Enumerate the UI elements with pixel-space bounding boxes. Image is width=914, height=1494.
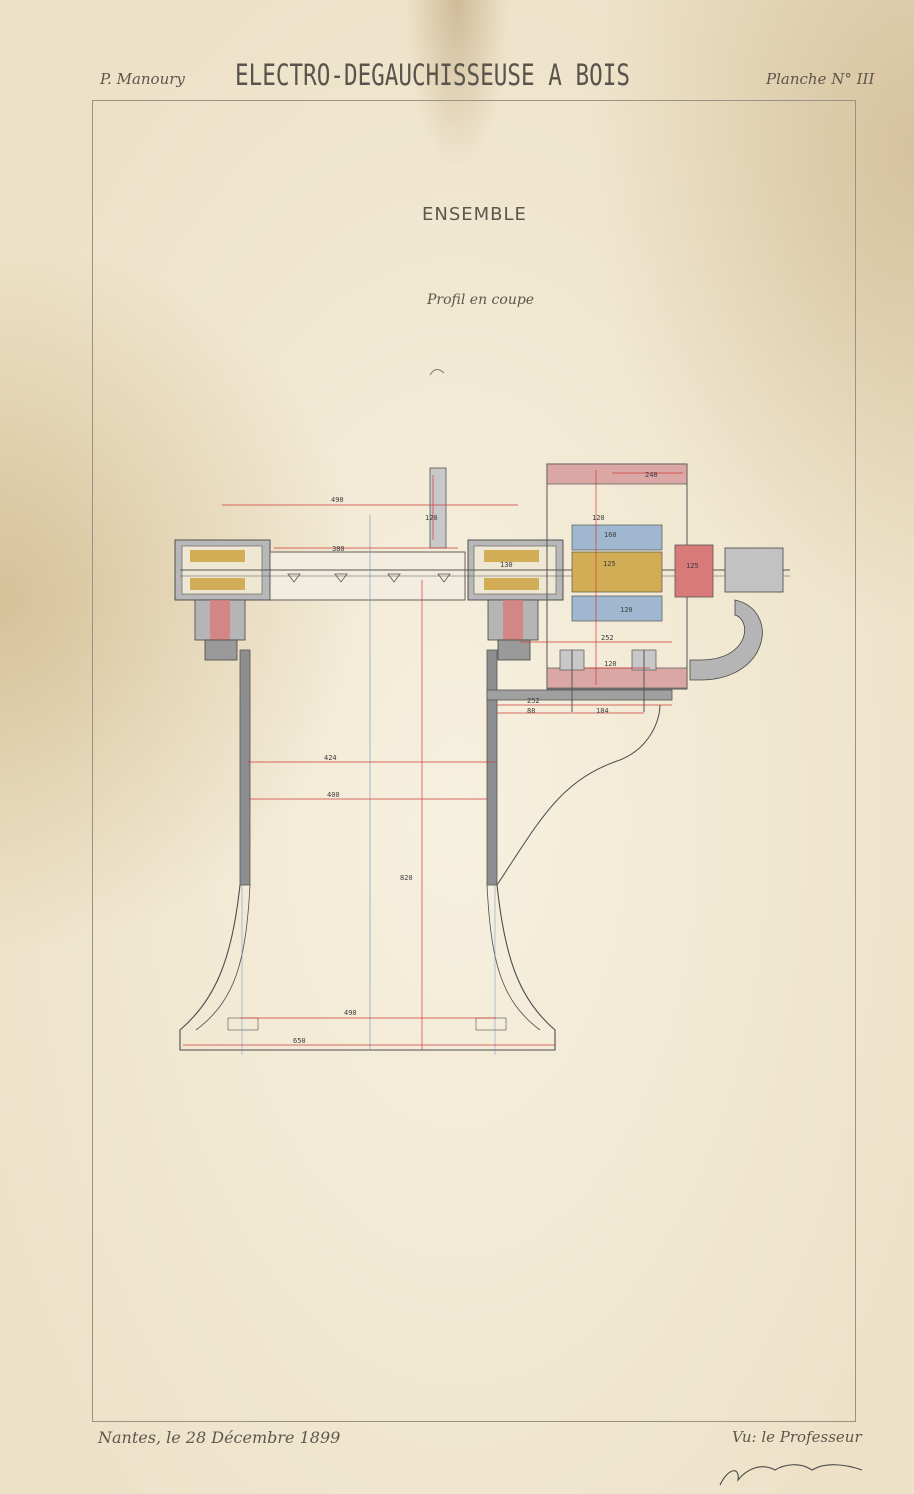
section-title: ENSEMBLE [422,204,527,225]
dim-label: 130 [500,561,513,569]
place-date: Nantes, le 28 Décembre 1899 [98,1428,341,1447]
dim-label: 120 [620,606,633,614]
centerlines [241,515,496,1055]
author-name: P. Manoury [100,70,185,88]
plate-number: Planche N° III [766,70,875,88]
dim-label: 160 [604,531,617,539]
dim-label: 424 [324,754,337,762]
cutter-shaft-assembly [174,467,790,661]
dim-label: 184 [596,707,609,715]
dimension-lines: 490 120 240 380 120 160 125 120 130 125 … [183,470,699,1050]
dim-label: 120 [604,660,617,668]
pencil-mark [429,369,445,376]
dim-label: 120 [592,514,605,522]
pedestal [179,649,673,1051]
approval-label: Vu: le Professeur [732,1428,862,1446]
sheet-title: ELECTRO-DEGAUCHISSEUSE A BOIS [235,58,630,92]
electric-motor [546,463,784,712]
dim-label: 650 [293,1037,306,1045]
dim-label: 490 [344,1009,357,1017]
dim-label: 240 [645,471,658,479]
dim-label: 380 [332,545,345,553]
dim-label: 400 [327,791,340,799]
dim-label: 820 [400,874,413,882]
professor-signature [719,1464,863,1486]
dim-label: 125 [603,560,616,568]
dim-label: 88 [527,707,535,715]
dim-label: 490 [331,496,344,504]
dim-label: 252 [527,697,540,705]
view-label: Profil en coupe [427,292,535,308]
drawing-border [92,100,856,1422]
dim-label: 120 [425,514,438,522]
dim-label: 125 [686,562,699,570]
dim-label: 252 [601,634,614,642]
